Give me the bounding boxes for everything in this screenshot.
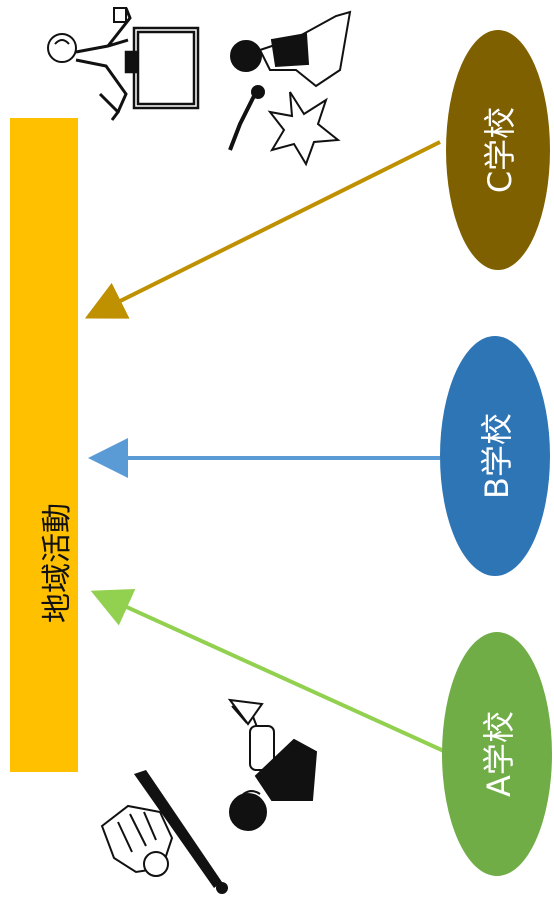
school-a-label: A学校 xyxy=(480,711,518,797)
school-c-node: C学校 xyxy=(446,30,550,270)
baseball-glove-icon xyxy=(100,804,174,877)
kendo-fencer-icon xyxy=(228,10,352,151)
school-b-node: B学校 xyxy=(440,336,550,576)
impact-star-icon xyxy=(267,91,341,167)
goal-frame-icon xyxy=(124,26,200,110)
kick-boxer-icon xyxy=(47,7,132,121)
trumpet-player-icon xyxy=(227,698,318,831)
baseball-bat-icon xyxy=(134,770,228,894)
school-b-label: B学校 xyxy=(478,413,516,499)
community-activity-bar: 地域活動 xyxy=(10,118,78,772)
arrow-c-school xyxy=(84,140,441,319)
school-a-node: A学校 xyxy=(442,632,552,876)
arrow-a-school xyxy=(90,589,447,754)
school-c-label: C学校 xyxy=(481,106,519,194)
